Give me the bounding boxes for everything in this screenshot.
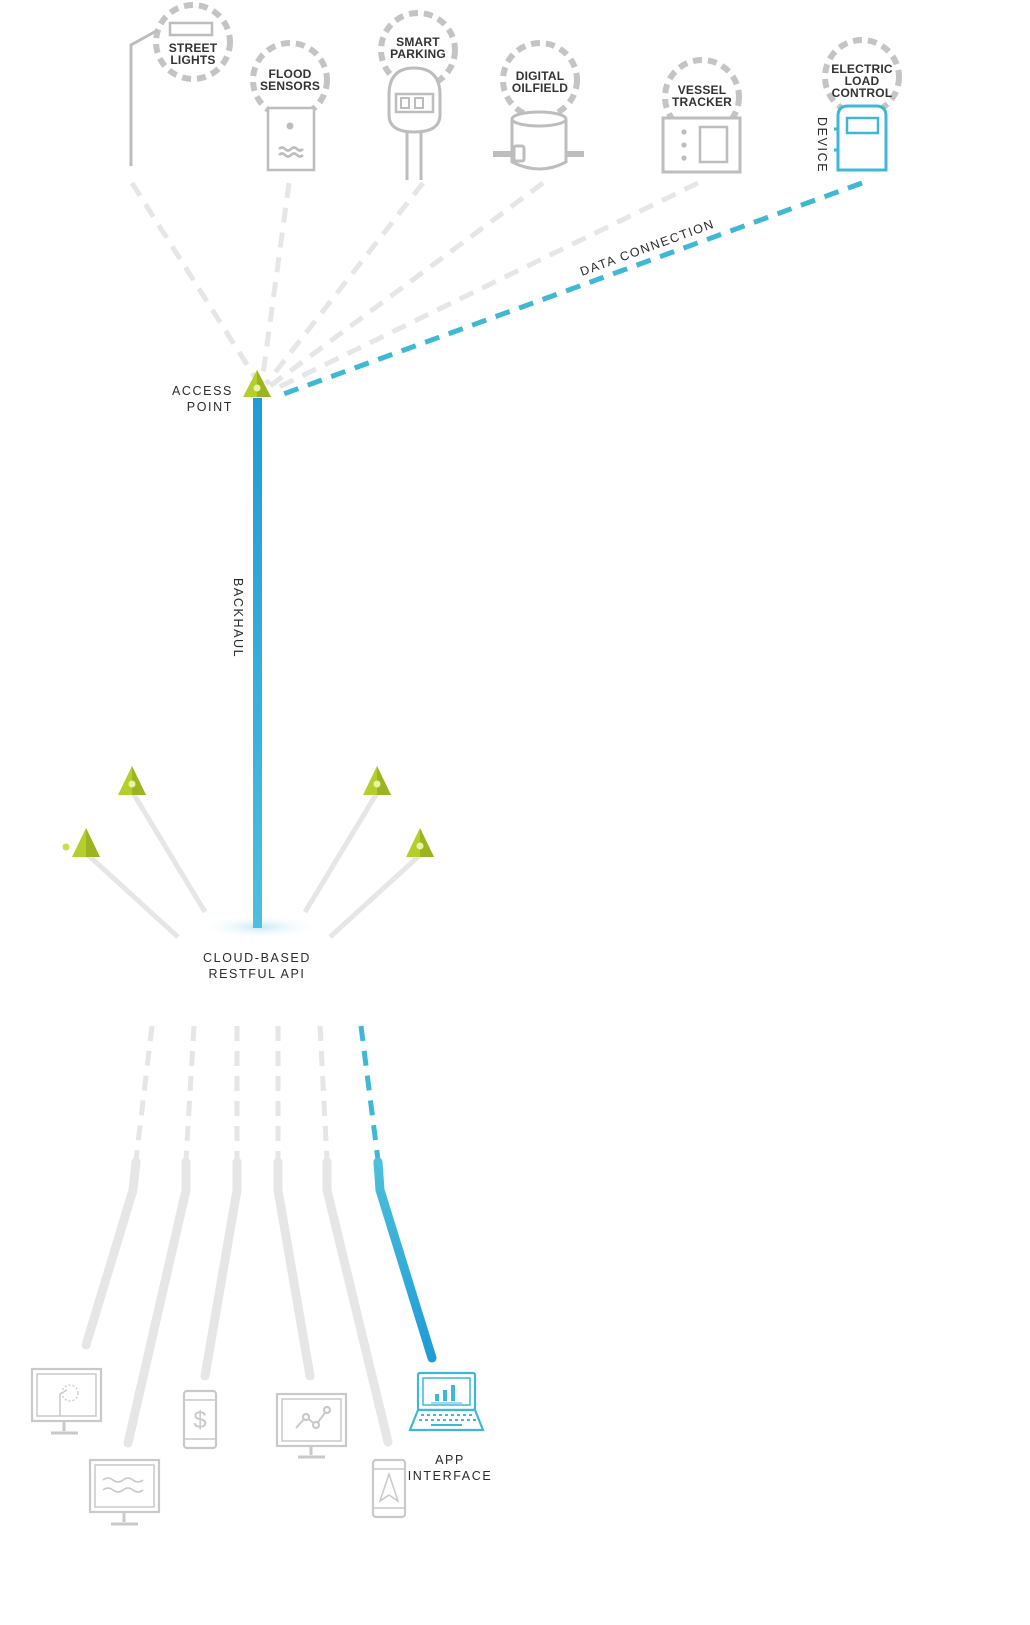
flood-sensors-label-line1: FLOOD <box>269 67 312 81</box>
flood-sensor-icon <box>266 106 316 172</box>
access-point-icon <box>363 766 391 795</box>
electric-load-control-badge <box>822 37 902 117</box>
monitor-icon <box>88 1458 161 1526</box>
vessel-tracker-label-line2: TRACKER <box>672 95 732 109</box>
navigation-arrow-icon <box>378 1471 400 1503</box>
device-label: DEVICE <box>815 117 829 173</box>
backhaul-line <box>253 398 262 928</box>
flood-sensors-device: FLOOD SENSORS <box>250 40 330 172</box>
connection-line-flood-sensors <box>259 182 292 383</box>
cloud-api-label-line1: CLOUD-BASED <box>203 951 311 965</box>
app-interface-label-line2: INTERFACE <box>408 1469 493 1483</box>
connection-line-street-lights <box>129 181 261 384</box>
dollar-sign-icon: $ <box>193 1407 206 1434</box>
vessel-tracker-badge <box>662 57 742 137</box>
access-point-label-line2: POINT <box>187 400 233 414</box>
app-interface-label-line1: APP <box>435 1453 465 1467</box>
digital-oilfield-label-line2: OILFIELD <box>512 81 568 95</box>
digital-oilfield-label-line1: DIGITAL <box>516 69 565 83</box>
phone-icon: $ <box>182 1389 218 1450</box>
electric-load-control-label-line2: LOAD <box>845 74 880 88</box>
street-lights-label-line2: LIGHTS <box>170 53 215 67</box>
oil-tank-icon <box>493 110 584 171</box>
access-point-icon <box>243 370 271 397</box>
street-lights-label-line1: STREET <box>169 41 218 55</box>
access-point-icon <box>62 828 100 857</box>
smart-parking-label-line1: SMART <box>396 35 440 49</box>
laptop-icon <box>408 1371 485 1432</box>
vessel-tracker-label-line1: VESSEL <box>678 83 727 97</box>
phone-icon <box>371 1458 407 1519</box>
vessel-tracker-device: VESSEL TRACKER <box>661 57 742 174</box>
connection-line-vessel-tracker <box>271 180 700 393</box>
access-point-label-line1: ACCESS <box>172 384 233 398</box>
connection-line-smart-parking <box>264 181 425 386</box>
load-control-device-icon <box>834 104 888 172</box>
smart-parking-device: SMART PARKING <box>378 10 458 180</box>
electric-load-control-label-line3: CONTROL <box>832 86 893 100</box>
monitor-icon <box>30 1367 103 1435</box>
parking-meter-icon <box>387 66 442 180</box>
street-lights-device: STREET LIGHTS <box>129 2 233 166</box>
electric-load-control-device: ELECTRIC LOAD CONTROL DEVICE <box>815 37 902 173</box>
cloud-api-label-line2: RESTFUL API <box>208 967 305 981</box>
app-dash-line-active <box>358 1025 381 1161</box>
flood-sensors-label-line2: SENSORS <box>260 79 320 93</box>
vessel-tracker-icon <box>661 116 742 174</box>
device-connection-lines <box>129 180 863 399</box>
monitor-icon <box>275 1392 348 1459</box>
backhaul-label: BACKHAUL <box>231 578 245 658</box>
smart-parking-label-line2: PARKING <box>390 47 446 61</box>
flood-sensors-badge <box>250 40 330 120</box>
app-interface-line <box>373 1157 437 1363</box>
connection-line-digital-oilfield <box>268 180 545 389</box>
digital-oilfield-device: DIGITAL OILFIELD <box>493 40 584 171</box>
street-light-icon <box>129 21 214 166</box>
data-connection-label: DATA CONNECTION <box>578 217 716 279</box>
digital-oilfield-badge <box>500 40 580 120</box>
secondary-access-point-links <box>86 791 422 939</box>
access-point-icon <box>118 766 146 795</box>
connection-line-electric-load <box>277 180 863 399</box>
electric-load-control-label-line1: ELECTRIC <box>831 62 893 76</box>
app-connection-lines <box>81 1025 437 1448</box>
access-point-icon <box>406 828 434 857</box>
smart-parking-badge <box>378 10 458 90</box>
